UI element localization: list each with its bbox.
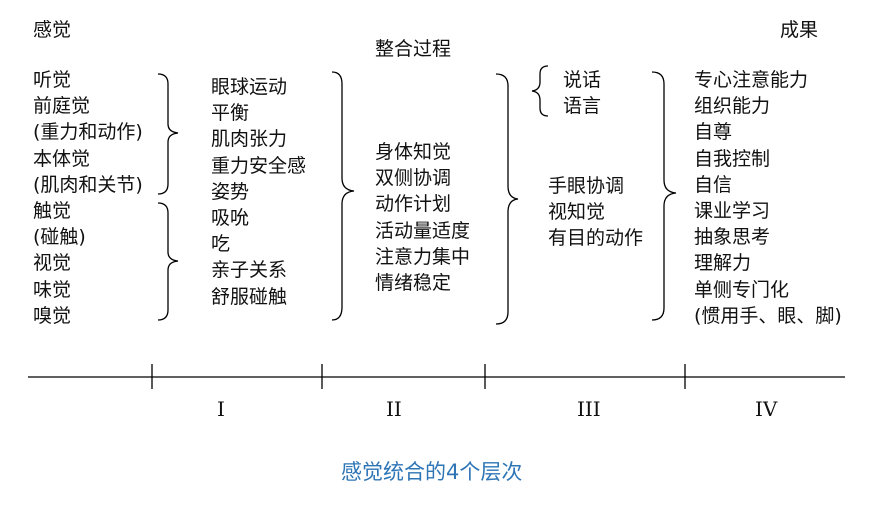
level2-list: 身体知觉 双侧协调 动作计划 活动量适度 注意力集中 情绪稳定 bbox=[375, 139, 470, 296]
level1-item: 姿势 bbox=[211, 180, 250, 203]
sense-item: (重力和动作) bbox=[33, 121, 143, 144]
outcomes-header: 成果 bbox=[780, 19, 819, 41]
sense-item: 听觉 bbox=[33, 69, 72, 91]
outcome-item: 专心注意能力 bbox=[694, 69, 809, 91]
level3-item: 有目的动作 bbox=[548, 227, 644, 250]
brace-level3 bbox=[651, 71, 677, 321]
axis-label-ii: II bbox=[386, 397, 402, 421]
outcome-item: 组织能力 bbox=[694, 95, 771, 118]
axis-label-i: I bbox=[217, 397, 225, 421]
level1-item: 重力安全感 bbox=[211, 154, 307, 177]
sense-item: 视觉 bbox=[33, 252, 72, 275]
level2-item: 双侧协调 bbox=[375, 167, 452, 190]
level3-top-item: 说话 bbox=[563, 69, 602, 91]
brace-level1 bbox=[331, 71, 355, 321]
level3-item: 视知觉 bbox=[548, 201, 606, 224]
axis-label-iii: III bbox=[577, 397, 601, 421]
level1-list: 眼球运动 平衡 肌肉张力 重力安全感 姿势 吸吮 吃 亲子关系 舒服碰触 bbox=[211, 74, 306, 310]
level3-list: 手眼协调 视知觉 有目的动作 bbox=[548, 173, 643, 252]
integration-header: 整合过程 bbox=[375, 38, 452, 60]
level2-item: 情绪稳定 bbox=[375, 271, 452, 294]
level2-item: 动作计划 bbox=[375, 193, 452, 216]
outcome-item: 自我控制 bbox=[694, 147, 771, 170]
senses-header: 感觉 bbox=[33, 19, 72, 41]
sense-item: (肌肉和关节) bbox=[33, 173, 143, 196]
outcome-item: (惯用手、眼、脚) bbox=[694, 304, 842, 327]
sense-item: 前庭觉 bbox=[33, 95, 91, 118]
sense-item: 味觉 bbox=[33, 278, 72, 301]
outcome-item: 自信 bbox=[694, 173, 733, 196]
brace-senses-upper bbox=[157, 73, 179, 195]
outcomes-list: 专心注意能力 组织能力 自尊 自我控制 自信 课业学习 抽象思考 理解力 单侧专… bbox=[694, 67, 842, 329]
senses-list: 听觉 前庭觉 (重力和动作) 本体觉 (肌肉和关节) 触觉 (碰触) 视觉 味觉… bbox=[33, 67, 143, 329]
outcome-item: 理解力 bbox=[694, 252, 752, 275]
brace-senses-lower bbox=[157, 202, 179, 321]
level1-item: 肌肉张力 bbox=[211, 128, 288, 151]
level1-item: 吃 bbox=[211, 233, 231, 256]
level2-item: 身体知觉 bbox=[375, 141, 452, 163]
level3-item: 手眼协调 bbox=[548, 175, 625, 197]
figure-caption: 感觉统合的4个层次 bbox=[341, 460, 523, 484]
outcome-item: 单侧专门化 bbox=[694, 278, 790, 301]
level1-item: 吸吮 bbox=[211, 206, 250, 229]
sense-item: 嗅觉 bbox=[33, 304, 72, 327]
level1-item: 亲子关系 bbox=[211, 259, 288, 282]
level2-item: 活动量适度 bbox=[375, 219, 471, 242]
brace-level3-top bbox=[531, 65, 549, 117]
outcome-item: 抽象思考 bbox=[694, 226, 771, 249]
sense-item: 触觉 bbox=[33, 199, 72, 222]
level3-top-item: 语言 bbox=[563, 95, 602, 118]
brace-level2 bbox=[495, 73, 519, 325]
level3-top-list: 说话 语言 bbox=[563, 67, 601, 119]
sense-item: (碰触) bbox=[33, 226, 86, 249]
level2-item: 注意力集中 bbox=[375, 245, 471, 268]
axis-label-iv: IV bbox=[755, 397, 778, 421]
outcome-item: 自尊 bbox=[694, 121, 733, 144]
outcome-item: 课业学习 bbox=[694, 199, 771, 222]
level1-item: 舒服碰触 bbox=[211, 285, 288, 308]
level1-item: 平衡 bbox=[211, 102, 250, 125]
sense-item: 本体觉 bbox=[33, 147, 91, 170]
level1-item: 眼球运动 bbox=[211, 76, 288, 98]
